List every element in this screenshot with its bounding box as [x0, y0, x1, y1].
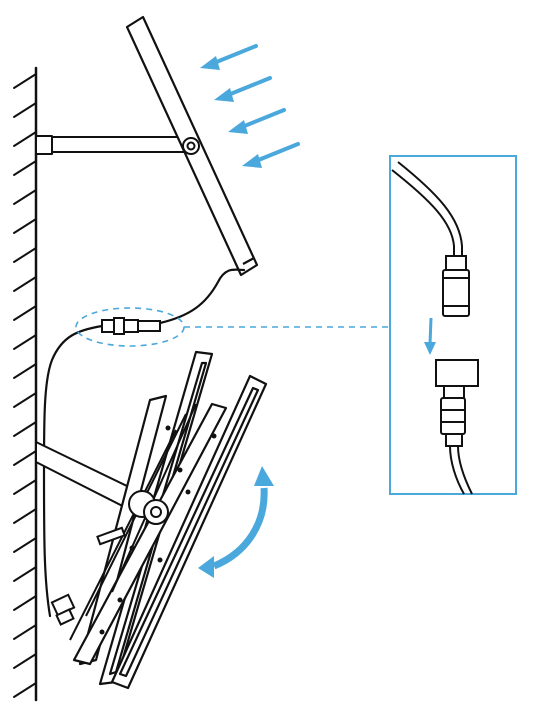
- panel-pivot: [182, 137, 200, 155]
- wall-hatch-line: [13, 595, 37, 611]
- flood-light-rivets: [99, 425, 217, 635]
- sunlight-arrow: [254, 142, 300, 163]
- wall-hatch-line: [13, 537, 37, 553]
- wall-hatch-line: [13, 334, 37, 350]
- connector-callout: [75, 307, 390, 347]
- sunlight-arrow: [212, 44, 258, 65]
- wall-hatch-line: [13, 131, 37, 147]
- wall-hatch-line: [13, 682, 37, 698]
- wall-hatch-line: [13, 160, 37, 176]
- wall-hatch-line: [13, 421, 37, 437]
- power-cable: [42, 268, 246, 618]
- rivet: [177, 467, 183, 473]
- panel-mount-arm: [35, 135, 186, 155]
- rivet: [99, 629, 105, 635]
- rivet: [185, 489, 191, 495]
- wall-hatch-line: [13, 218, 37, 234]
- sunlight-arrowhead: [214, 88, 234, 102]
- sunlight-arrow: [226, 76, 272, 97]
- light-junction-box: [50, 593, 76, 626]
- wall: [13, 66, 38, 702]
- wall-hatch-line: [13, 624, 37, 640]
- sunlight-arrowhead: [242, 154, 262, 168]
- wall-hatch-line: [13, 392, 37, 408]
- wall-hatching: [13, 73, 37, 698]
- wall-hatch-line: [13, 653, 37, 669]
- sunlight-arrowhead: [200, 56, 220, 70]
- rivet: [211, 433, 217, 439]
- wall-hatch-line: [13, 508, 37, 524]
- inset-plug-male: [435, 359, 479, 447]
- wall-hatch-line: [13, 363, 37, 379]
- light-hinge: [96, 490, 169, 546]
- sunlight-arrowhead: [228, 120, 248, 134]
- inset-down-arrow-icon: [424, 317, 436, 355]
- wall-hatch-line: [13, 102, 37, 118]
- rivet: [157, 557, 163, 563]
- wall-hatch-line: [13, 305, 37, 321]
- rivet: [129, 545, 135, 551]
- inset-cable-lower: [449, 445, 465, 495]
- sunlight-arrows: [200, 44, 300, 168]
- rivet: [117, 597, 123, 603]
- wall-hatch-line: [13, 247, 37, 263]
- wall-hatch-line: [13, 276, 37, 292]
- connector-detail-inset: [389, 155, 517, 495]
- wall-hatch-line: [13, 189, 37, 205]
- cable-connector: [101, 317, 161, 335]
- rivet: [165, 425, 171, 431]
- sunlight-arrow: [240, 108, 286, 129]
- wall-hatch-line: [13, 73, 37, 89]
- rotation-arrow-icon: [198, 466, 274, 578]
- wall-hatch-line: [13, 450, 37, 466]
- inset-plug-female: [442, 255, 470, 317]
- inset-cable-upper: [391, 169, 455, 256]
- wall-hatch-line: [13, 566, 37, 582]
- wall-hatch-line: [13, 479, 37, 495]
- flood-light-body-front: [110, 374, 268, 690]
